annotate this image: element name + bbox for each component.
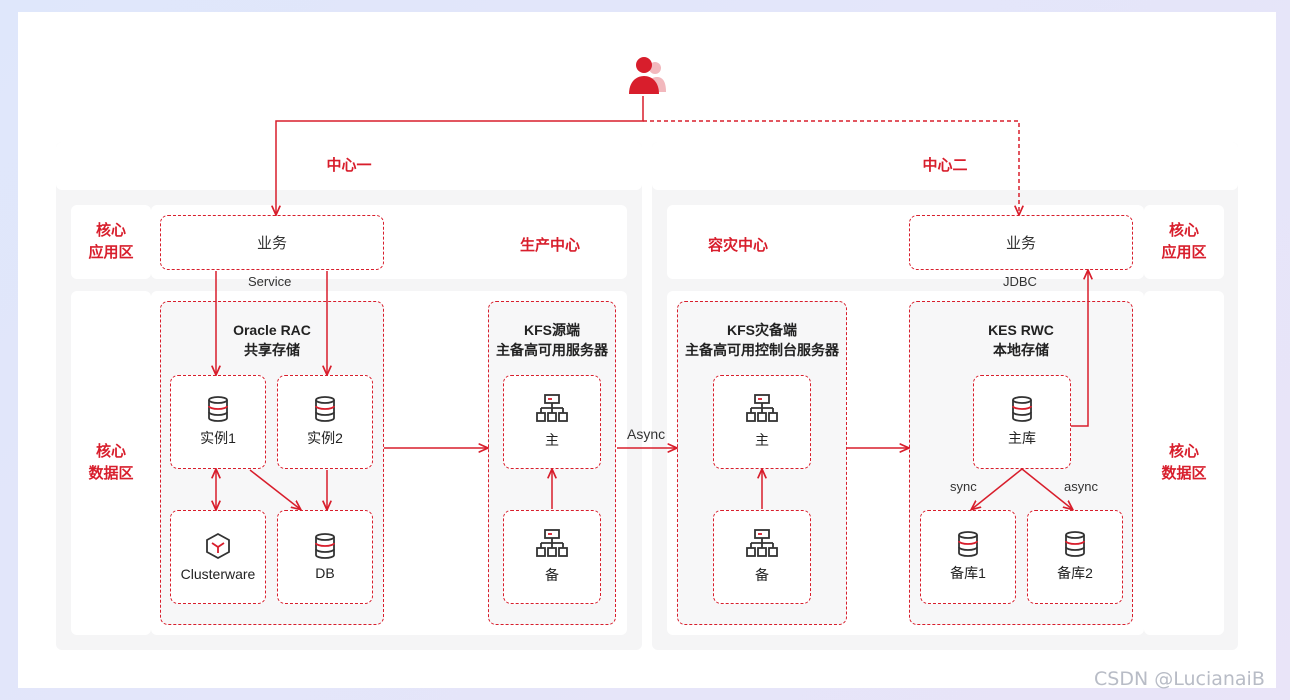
- user-icon: [629, 57, 666, 94]
- database-icon: [958, 531, 978, 557]
- cube-icon: [206, 532, 230, 560]
- disaster-center-label: 容灾中心: [708, 237, 769, 254]
- oracle-rac-title: Oracle RAC 共享存储: [233, 322, 311, 358]
- kfs-source-title: KFS源端 主备高可用服务器: [496, 322, 608, 358]
- kfs-dr-primary-node[interactable]: 主: [713, 375, 811, 469]
- server-tree-icon: [746, 529, 778, 557]
- instance1-node[interactable]: 实例1: [170, 375, 266, 469]
- server-tree-icon: [536, 394, 568, 422]
- center-two-header: 中心二: [652, 142, 1238, 190]
- kes-standby2-label: 备库2: [1057, 565, 1093, 581]
- instance1-label: 实例1: [200, 430, 236, 446]
- service-link-label: Service: [248, 274, 292, 289]
- kes-standby1-node[interactable]: 备库1: [920, 510, 1016, 604]
- kfs-dr-primary-label: 主: [755, 432, 769, 448]
- server-tree-icon: [746, 394, 778, 422]
- async-main-label: Async: [627, 426, 666, 442]
- watermark: CSDN @LucianaiB: [1094, 668, 1265, 690]
- center-two-title: 中心二: [922, 157, 968, 174]
- jdbc-link-label: JDBC: [1003, 274, 1037, 289]
- database-icon: [208, 396, 228, 422]
- database-icon: [315, 396, 335, 422]
- sync-label: sync: [950, 479, 977, 494]
- center-one-title: 中心一: [326, 157, 372, 174]
- kes-rwc-title: KES RWC 本地存储: [988, 322, 1054, 358]
- clusterware-node[interactable]: Clusterware: [170, 510, 266, 604]
- kes-primary-label: 主库: [1008, 430, 1036, 446]
- database-icon: [1065, 531, 1085, 557]
- production-center-label: 生产中心: [520, 237, 581, 254]
- kfs-src-primary-node[interactable]: 主: [503, 375, 601, 469]
- database-icon: [1012, 396, 1032, 422]
- db-label: DB: [315, 565, 335, 581]
- business-box-right[interactable]: 业务: [909, 215, 1133, 270]
- kes-primary-node[interactable]: 主库: [973, 375, 1071, 469]
- kfs-src-backup-node[interactable]: 备: [503, 510, 601, 604]
- async-label: async: [1064, 479, 1098, 494]
- left-core-app-label: 核心 应用区: [71, 205, 151, 279]
- right-core-app-label: 核心 应用区: [1144, 205, 1224, 279]
- left-core-data-label: 核心 数据区: [71, 291, 151, 635]
- kfs-dr-backup-node[interactable]: 备: [713, 510, 811, 604]
- clusterware-label: Clusterware: [180, 566, 256, 582]
- database-icon: [315, 533, 335, 559]
- diagram-canvas: 中心一 中心二 核心 应用区 核心 数据区 核心 应用区 核心 数据区 生产中心…: [18, 12, 1276, 688]
- instance2-node[interactable]: 实例2: [277, 375, 373, 469]
- kfs-dr-backup-label: 备: [755, 567, 769, 583]
- server-tree-icon: [536, 529, 568, 557]
- business-box-left[interactable]: 业务: [160, 215, 384, 270]
- kes-standby2-node[interactable]: 备库2: [1027, 510, 1123, 604]
- right-core-data-label: 核心 数据区: [1144, 291, 1224, 635]
- kes-standby1-label: 备库1: [950, 565, 986, 581]
- db-node[interactable]: DB: [277, 510, 373, 604]
- center-one-header: 中心一: [56, 142, 642, 190]
- instance2-label: 实例2: [307, 430, 343, 446]
- kfs-src-backup-label: 备: [545, 567, 559, 583]
- kfs-dr-title: KFS灾备端 主备高可用控制台服务器: [685, 322, 839, 358]
- kfs-src-primary-label: 主: [545, 432, 559, 448]
